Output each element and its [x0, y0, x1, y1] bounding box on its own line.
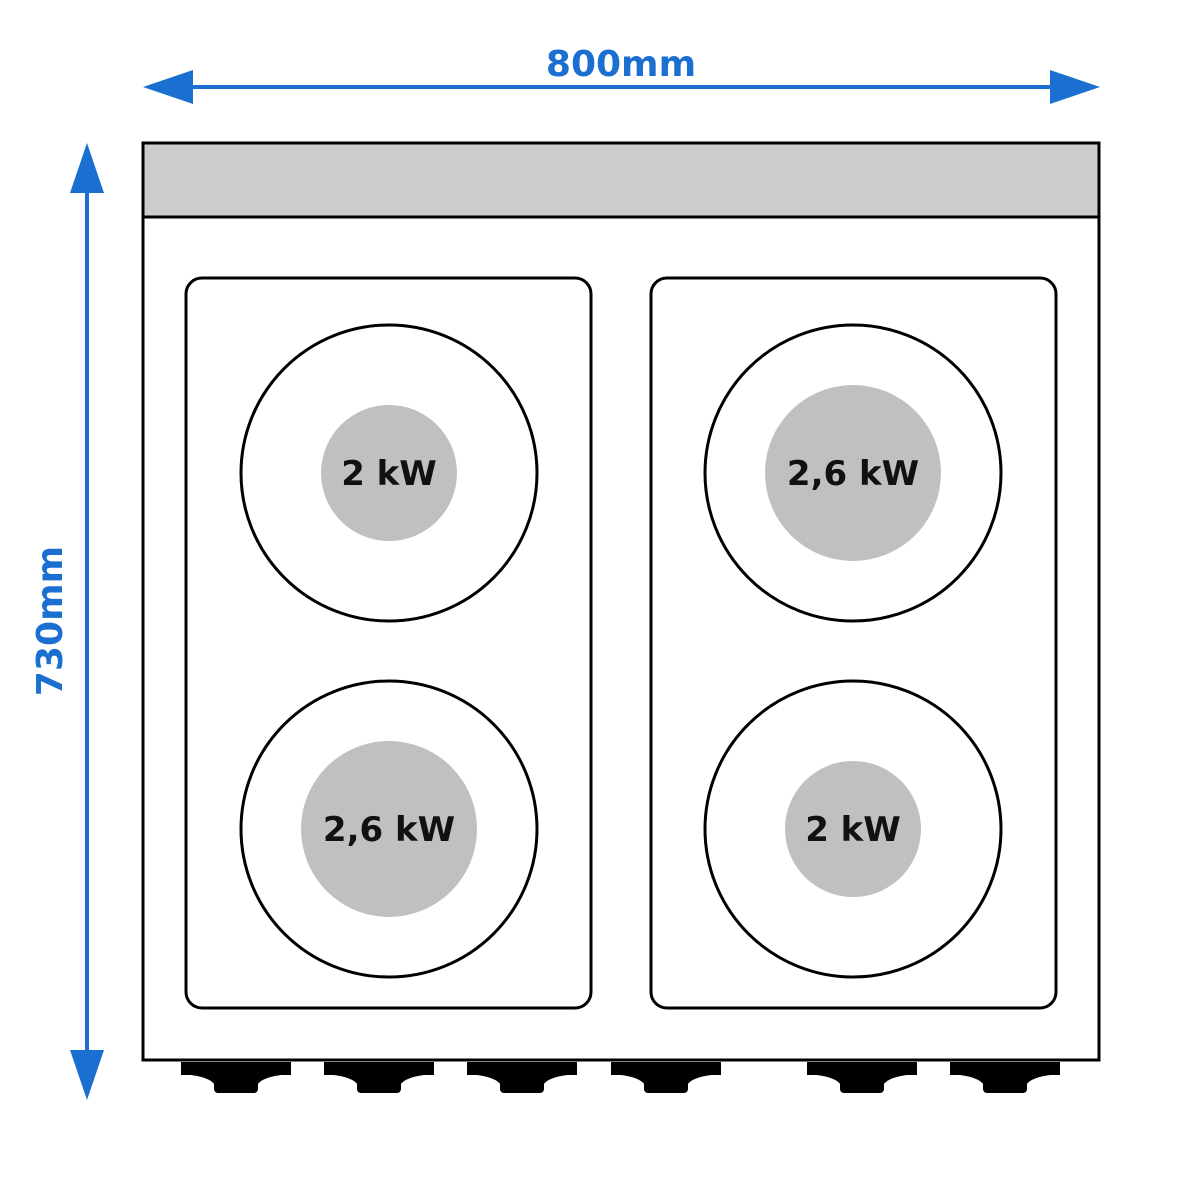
knob-bezel [467, 1062, 577, 1075]
hot-plate-power-label-2: 2,6 kW [323, 810, 455, 850]
hot-plate-4 [785, 761, 921, 897]
hot-plates: 2 kW 2,6 kW 2,6 kW 2 kW [301, 385, 941, 917]
burner-ring-left-bottom [239, 679, 539, 979]
width-dimension: 800mm [143, 44, 1100, 104]
control-knobs [181, 1062, 1060, 1093]
hot-plate-1 [321, 405, 457, 541]
knob-bezel [181, 1062, 291, 1075]
burner-ring-right-bottom [703, 679, 1003, 979]
hot-plate-power-label-3: 2,6 kW [787, 454, 919, 494]
control-knob-1[interactable] [181, 1062, 291, 1093]
depth-dimension: 730mm [30, 143, 104, 1100]
knob-cap [983, 1080, 1027, 1093]
knob-cap [214, 1080, 258, 1093]
hot-plate-3 [765, 385, 941, 561]
knob-cap [840, 1080, 884, 1093]
depth-arrow-top-head [70, 143, 104, 193]
depth-arrow-bottom-head [70, 1050, 104, 1100]
knob-bezel [324, 1062, 434, 1075]
knob-bezel [807, 1062, 917, 1075]
knob-cap [500, 1080, 544, 1093]
backsplash [141, 141, 1101, 219]
control-knob-2[interactable] [324, 1062, 434, 1093]
cooktop-frame [141, 215, 1101, 1062]
control-knob-3[interactable] [467, 1062, 577, 1093]
knob-cap [357, 1080, 401, 1093]
burner-ring-front-left-top [239, 323, 539, 623]
knob-cap [644, 1080, 688, 1093]
control-knob-6[interactable] [950, 1062, 1060, 1093]
burner-ring-right-top [703, 323, 1003, 623]
right-hob-panel [649, 276, 1058, 1010]
left-hob-panel [184, 276, 593, 1010]
width-label: 800mm [546, 44, 696, 85]
hot-plate-power-label-4: 2 kW [805, 810, 901, 850]
width-arrow-right-head [1050, 70, 1100, 104]
knob-bezel [950, 1062, 1060, 1075]
depth-label: 730mm [30, 546, 71, 696]
control-knob-4[interactable] [611, 1062, 721, 1093]
width-arrow-left-head [143, 70, 193, 104]
cooker-body [141, 141, 1101, 1062]
knob-bezel [611, 1062, 721, 1075]
control-knob-5[interactable] [807, 1062, 917, 1093]
hot-plate-power-label-1: 2 kW [341, 454, 437, 494]
hot-plate-2 [301, 741, 477, 917]
